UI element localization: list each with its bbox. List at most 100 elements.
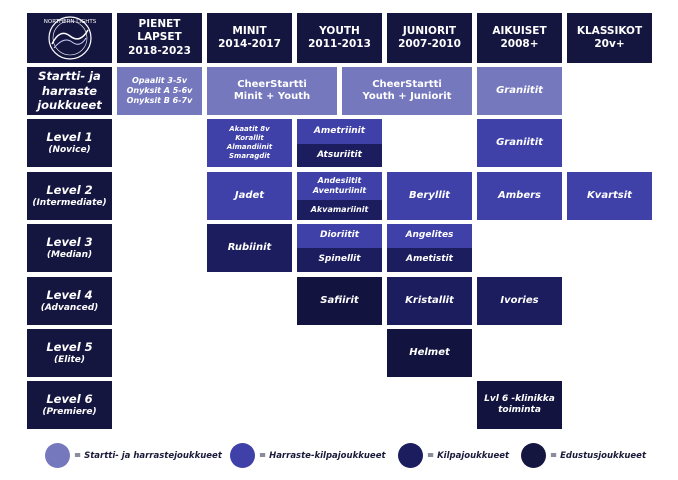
header-line: PIENET [138,18,181,31]
row-label-line: joukkueet [37,98,102,113]
team-name: Ametistit [406,254,453,265]
column-header-aikuiset: AIKUISET 2008+ [477,13,562,63]
team-name: Aventuriinit [312,186,367,195]
team-name: Jadet [234,189,265,201]
team-name: Youth + Juniorit [362,91,452,102]
row-label-line: harraste [41,83,98,98]
team-name: Onyksit A 5-6v [126,86,193,95]
row-label-level-2: Level 2 (Intermediate) [27,172,112,220]
team-cell-ametriinit: Ametriinit [297,119,382,144]
team-name: Minit + Youth [233,91,311,102]
header-line: 2018-2023 [128,44,191,57]
team-name: Beryllit [409,189,450,201]
level-sub: (Premiere) [42,406,97,417]
team-name: Graniitit [496,84,543,96]
logo-text: NORTHERN LIGHTS [43,19,96,25]
team-name: Kristallit [405,294,454,306]
team-cell-spinellit: Spinellit [297,248,382,272]
column-header-juniorit: JUNIORIT 2007-2010 [387,13,472,63]
team-cell-lvl6-klinikka: Lvl 6 -klinikka toiminta [477,381,562,429]
team-name: Kvartsit [587,189,632,201]
header-line: 2011-2013 [308,38,371,50]
legend-dot-startti [45,443,70,468]
team-cell-kristallit: Kristallit [387,277,472,325]
team-cell-safiirit: Safiirit [297,277,382,325]
column-header-youth: YOUTH 2011-2013 [297,13,382,63]
team-cell-graniitit-level1: Graniitit [477,119,562,167]
level-name: Level 1 [46,130,93,145]
header-line: MINIT [232,24,267,37]
level-sub: (Novice) [48,144,91,155]
team-cell-jadet: Jadet [207,172,292,220]
team-name: Onyksit B 6-7v [126,96,193,105]
legend-dot-edustus [521,443,546,468]
header-line: 2008+ [500,38,539,50]
column-header-klassikot: KLASSIKOT 20v+ [567,13,652,63]
team-cell-cheerstartti-minit-youth: CheerStartti Minit + Youth [207,67,337,115]
team-name: Korallit [235,133,264,142]
level-sub: (Advanced) [40,302,99,313]
team-cell-andesiitit-aventuriinit: Andesiitit Aventuriinit [297,172,382,200]
legend-label-harraste-kilpa: = Harraste-kilpajoukkueet [259,451,386,461]
team-name: Ametriinit [313,125,366,136]
team-name: Opaalit 3-5v [131,76,188,85]
team-name: Spinellit [318,254,361,265]
header-line: KLASSIKOT [576,24,643,37]
header-line: 20v+ [594,38,625,50]
team-cell-helmet: Helmet [387,329,472,377]
header-line: 2014-2017 [218,38,281,50]
level-name: Level 4 [46,288,93,303]
team-name: Almandiinit [226,143,273,151]
team-name: Graniitit [496,136,543,148]
level-name: Level 6 [46,392,93,407]
team-name: Dioriitit [319,230,360,241]
team-name: Ivories [500,294,539,306]
level-name: Level 5 [46,340,93,355]
team-cell-cheerstartti-youth-juniorit: CheerStartti Youth + Juniorit [342,67,472,115]
row-label-level-1: Level 1 (Novice) [27,119,112,167]
team-cell-ametistit: Ametistit [387,248,472,272]
column-header-minit: MINIT 2014-2017 [207,13,292,63]
legend-label-kilpa: = Kilpajoukkueet [427,451,510,461]
team-name: CheerStartti [372,78,442,90]
header-line: LAPSET [137,31,182,44]
level-sub: (Median) [46,249,93,260]
team-name: Lvl 6 -klinikka [484,393,555,404]
team-name: Rubiinit [227,241,272,253]
team-cell-pienet-startti: Opaalit 3-5v Onyksit A 5-6v Onyksit B 6-… [117,67,202,115]
team-name: Smaragdit [228,152,270,161]
level-name: Level 3 [46,235,93,250]
header-line: 2007-2010 [398,38,461,50]
header-line: AIKUISET [492,24,547,37]
team-name: Atsuriitit [317,149,362,160]
team-cell-ivories: Ivories [477,277,562,325]
team-name: Safiirit [320,294,359,306]
legend-label-startti: = Startti- ja harrastejoukkueet [74,451,222,461]
column-header-pienet-lapset: PIENET LAPSET 2018-2023 [117,13,202,63]
legend-dot-harraste-kilpa [230,443,255,468]
team-cell-ambers: Ambers [477,172,562,220]
team-cell-graniitit-startti: Graniitit [477,67,562,115]
row-label-level-6: Level 6 (Premiere) [27,381,112,429]
team-name: Akvamariinit [310,205,369,214]
row-label-line: Startti- ja [38,69,101,84]
row-label-level-3: Level 3 (Median) [27,224,112,272]
team-cell-beryllit: Beryllit [387,172,472,220]
team-name: Helmet [409,346,450,358]
legend-dot-kilpa [398,443,423,468]
row-label-level-5: Level 5 (Elite) [27,329,112,377]
team-cell-dioriitit: Dioriitit [297,224,382,248]
team-cell-akvamariinit: Akvamariinit [297,200,382,220]
team-name: Andesiitit [317,176,362,185]
team-name: CheerStartti [237,78,307,90]
legend-label-edustus: = Edustusjoukkueet [550,451,647,461]
level-name: Level 2 [46,183,93,198]
team-cell-atsuriitit: Atsuriitit [297,144,382,167]
level-sub: (Elite) [54,354,85,365]
team-name: Angelites [405,230,454,241]
team-name: toiminta [498,405,541,415]
team-cell-kvartsit: Kvartsit [567,172,652,220]
team-cell-rubiinit: Rubiinit [207,224,292,272]
header-line: JUNIORIT [402,24,457,37]
row-label-startti: Startti- ja harraste joukkueet [27,67,112,115]
